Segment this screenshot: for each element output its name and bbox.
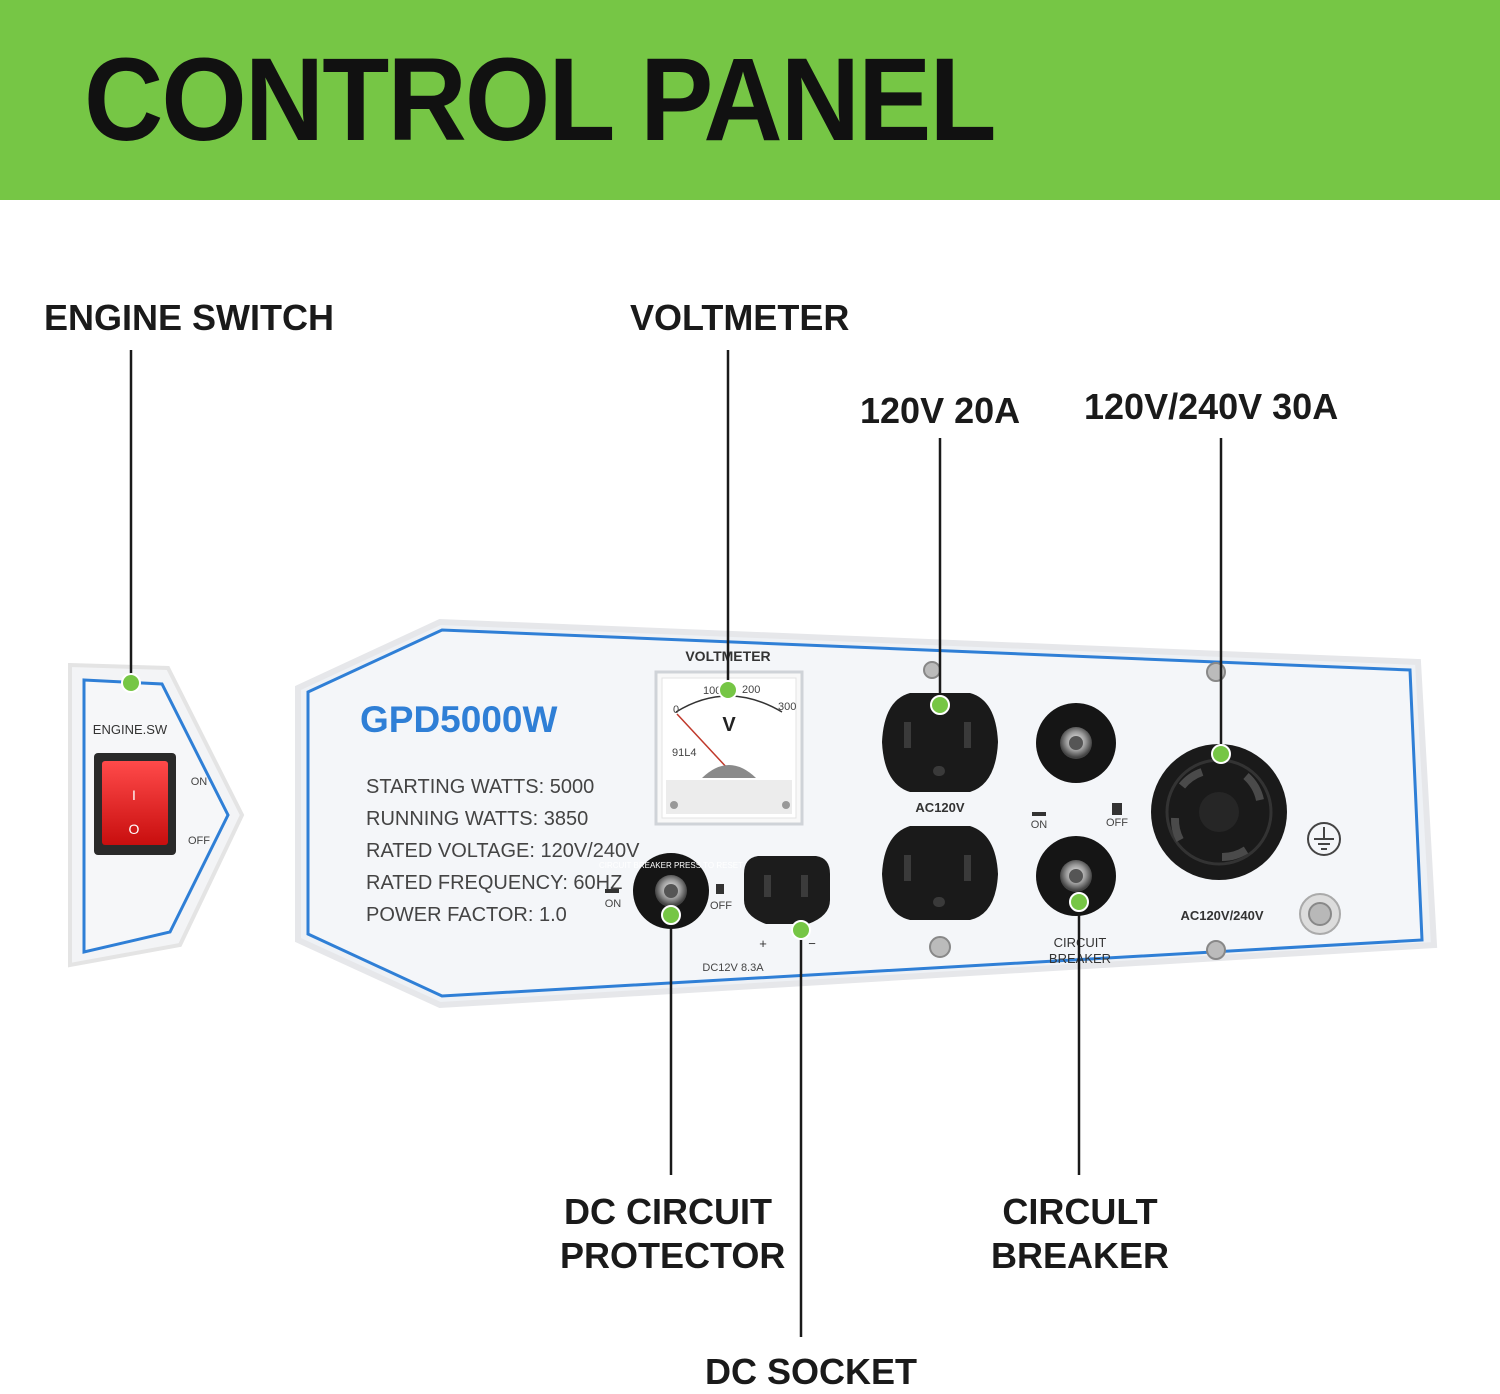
model-name: GPD5000W (360, 699, 557, 740)
voltmeter-unit: V (722, 714, 736, 736)
callout-engine-switch: ENGINE SWITCH (44, 297, 335, 338)
callout-dc-protector-line2: PROTECTOR (560, 1235, 786, 1276)
dot-dc-protector (661, 905, 681, 925)
dc-socket[interactable] (744, 856, 830, 924)
voltmeter-needle (676, 713, 730, 771)
ac120-outlet-bottom[interactable] (882, 826, 998, 920)
ac240-twistlock-outlet[interactable] (1151, 744, 1287, 880)
switch-off-symbol: O (129, 821, 140, 837)
engine-rocker-switch[interactable]: I O (94, 753, 176, 855)
engine-on-label: ON (191, 776, 208, 788)
callout-dc-protector-line1: DC CIRCUIT (564, 1191, 772, 1232)
ground-icon (1307, 822, 1341, 856)
voltmeter: VOLTMETER 0 100 200 300 V 91L4 (654, 648, 804, 826)
circuit-breaker-top[interactable] (1036, 703, 1116, 783)
main-control-panel: GPD5000W STARTING WATTS: 5000 RUNNING WA… (295, 618, 1438, 1009)
dc-circuit-protector[interactable]: CIRCUIT BREAKER PRESS TO RESET (599, 853, 743, 929)
dot-voltmeter (718, 680, 738, 700)
leader-lines (129, 350, 1223, 1337)
header-banner: CONTROL PANEL (0, 0, 1500, 200)
dot-engine-switch (121, 673, 141, 693)
breaker-off-label: OFF (1106, 817, 1128, 829)
dc-on-label: ON (605, 898, 622, 910)
callout-120v-20a: 120V 20A (860, 390, 1021, 431)
callout-circuit-breaker: CIRCULT BREAKER (985, 1190, 1175, 1278)
voltmeter-tick: 100 (703, 685, 721, 697)
ac120-label: AC120V (915, 800, 964, 815)
dot-120v (930, 695, 950, 715)
page-title: CONTROL PANEL (84, 34, 997, 166)
engine-sw-label: ENGINE.SW (93, 722, 168, 737)
breaker-on-label: ON (1031, 819, 1048, 831)
callout-dc-circuit-protector: DC CIRCUIT PROTECTOR (560, 1190, 786, 1278)
dot-breaker (1069, 892, 1089, 912)
ac240-label: AC120V/240V (1180, 908, 1263, 923)
engine-off-label: OFF (188, 835, 210, 847)
spec-line: RATED VOLTAGE: 120V/240V (366, 840, 640, 862)
spec-line: STARTING WATTS: 5000 (366, 776, 594, 798)
circuit-breaker-bottom[interactable] (1036, 836, 1116, 916)
callout-breaker-line2: BREAKER (990, 1235, 1169, 1276)
callout-120v-240v-30a: 120V/240V 30A (1084, 386, 1339, 427)
dc-rating-label: DC12V 8.3A (702, 962, 764, 974)
dc-minus-label: − (808, 936, 816, 951)
dot-dc-socket (791, 920, 811, 940)
dc-plus-label: + (759, 936, 767, 951)
ground-terminal[interactable] (1299, 893, 1341, 935)
spec-line: RUNNING WATTS: 3850 (366, 808, 588, 830)
voltmeter-tick: 0 (673, 704, 679, 716)
dc-off-label: OFF (710, 900, 732, 912)
dot-240v (1211, 744, 1231, 764)
ac120-outlet-top[interactable] (882, 693, 998, 792)
engine-switch-panel: ENGINE.SW I O ON OFF (68, 662, 245, 968)
switch-on-symbol: I (132, 787, 136, 803)
voltmeter-model: 91L4 (672, 747, 696, 759)
spec-line: RATED FREQUENCY: 60HZ (366, 872, 622, 894)
callout-dots (121, 673, 1231, 940)
voltmeter-tick: 200 (742, 684, 760, 696)
callout-breaker-line1: CIRCULT (1002, 1191, 1158, 1232)
voltmeter-tick: 300 (778, 701, 796, 713)
callout-dc-socket: DC SOCKET (705, 1351, 918, 1392)
dc-breaker-text: CIRCUIT BREAKER PRESS TO RESET (599, 861, 743, 870)
spec-line: POWER FACTOR: 1.0 (366, 904, 567, 926)
callout-voltmeter: VOLTMETER (630, 297, 850, 338)
